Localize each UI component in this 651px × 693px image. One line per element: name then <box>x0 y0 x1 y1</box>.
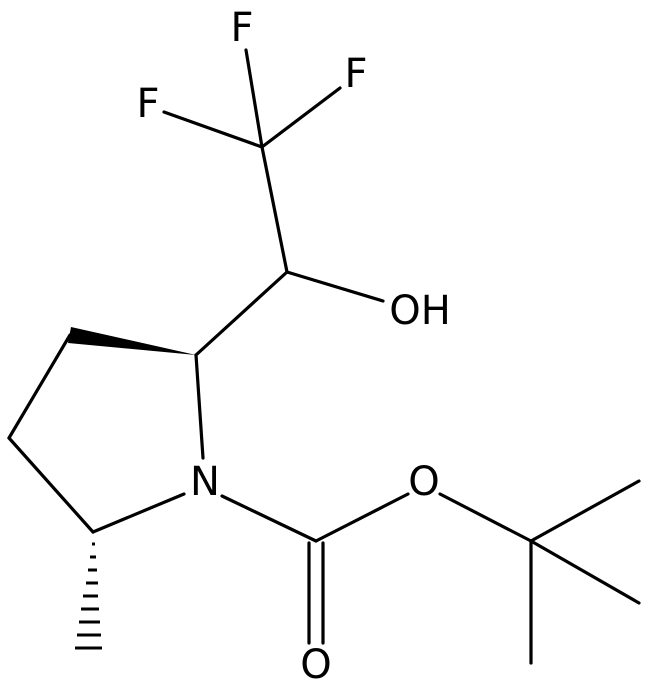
bond-choh-c2 <box>194 270 289 357</box>
bond-choh-oh <box>285 270 385 303</box>
atom-label-fluorine-right: F <box>344 51 367 97</box>
bond-c5-n <box>91 492 186 534</box>
bond-cf3-f-right <box>260 86 342 149</box>
bond-ester-o-tbu-c <box>438 492 533 543</box>
bond-cf3-f-top <box>244 48 264 149</box>
bond-cf3-choh <box>260 145 289 274</box>
bond-carbonyl-c-ester-o <box>314 492 410 543</box>
bond-cf3-f-left <box>162 110 264 149</box>
bond-c4-c5 <box>7 436 95 534</box>
atom-label-fluorine-left: F <box>136 81 159 127</box>
atom-label-ring-nitrogen: N <box>190 459 220 505</box>
bond-tbu-methyl-upper <box>529 479 641 543</box>
atom-label-hydroxyl: OH <box>389 288 451 334</box>
wedge-bond-c2-c3 <box>68 327 196 355</box>
atom-label-fluorine-top: F <box>230 5 253 51</box>
bond-n-carbonyl-c <box>220 494 318 543</box>
bond-c3-c4 <box>7 333 72 440</box>
atom-label-carbonyl-oxygen: O <box>300 642 331 688</box>
atom-label-ester-oxygen: O <box>408 459 439 505</box>
hashed-wedge-bond-c5-methyl <box>75 542 102 650</box>
bond-tbu-methyl-right <box>529 539 641 605</box>
bond-n-c2 <box>194 353 205 460</box>
